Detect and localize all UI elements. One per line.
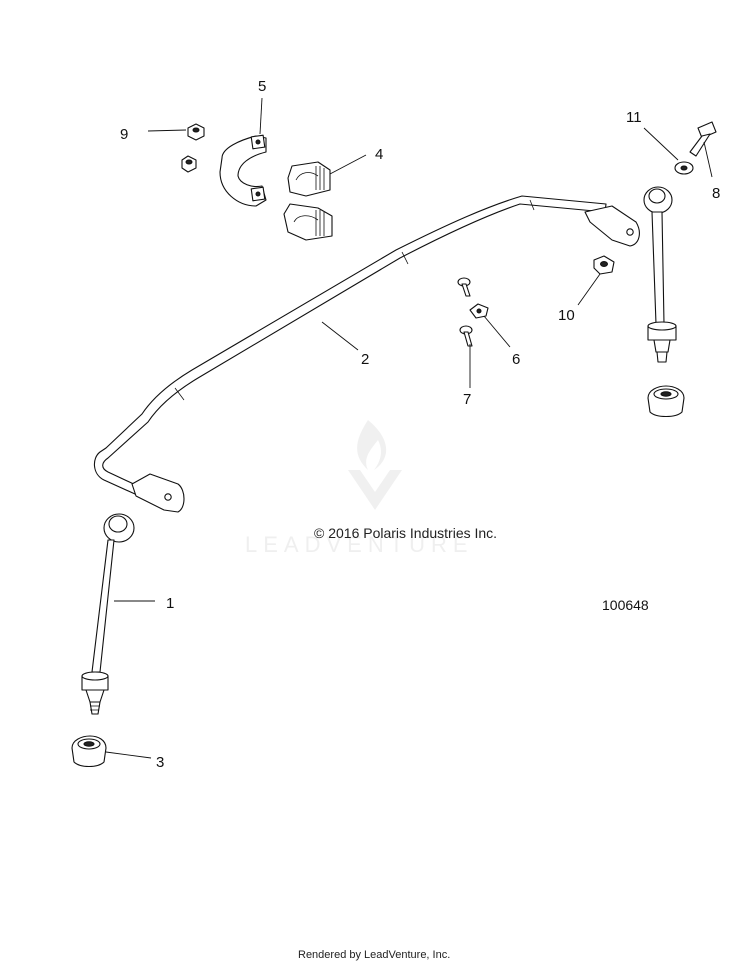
flange-nut-upper[interactable] <box>187 123 205 141</box>
callouts: 1 2 3 4 5 6 7 8 9 10 11 <box>120 78 720 771</box>
callout-1: 1 <box>166 595 174 612</box>
lock-nut[interactable] <box>593 255 615 275</box>
callout-4: 4 <box>375 146 383 163</box>
callout-5: 5 <box>258 78 266 95</box>
callout-10: 10 <box>558 307 575 324</box>
link-rod-left[interactable] <box>81 513 135 715</box>
callout-3: 3 <box>156 754 164 771</box>
bushing-right[interactable] <box>647 385 685 418</box>
bushing-left[interactable] <box>71 735 107 768</box>
link-rod-right[interactable] <box>643 186 677 363</box>
shoulder-bolt[interactable] <box>689 121 717 157</box>
bar-bushing[interactable] <box>283 161 333 241</box>
washer[interactable] <box>674 161 694 175</box>
copyright-text: © 2016 Polaris Industries Inc. <box>314 525 497 541</box>
callout-9: 9 <box>120 126 128 143</box>
callout-11: 11 <box>626 109 642 126</box>
callout-7: 7 <box>463 391 471 408</box>
callout-2: 2 <box>361 351 369 368</box>
callout-8: 8 <box>712 185 720 202</box>
watermark-text: LEADVENTURE <box>245 532 474 557</box>
stabilizer-bar[interactable] <box>93 195 640 513</box>
clamp-bracket[interactable] <box>219 134 267 207</box>
bolt-lower[interactable] <box>459 325 473 347</box>
clip-nut[interactable] <box>469 303 489 319</box>
flange-nut-lower[interactable] <box>181 155 197 173</box>
leader-lines <box>105 97 713 759</box>
bolt-upper[interactable] <box>457 277 471 297</box>
watermark-logo: LEADVENTURE <box>245 420 474 557</box>
footer-text: Rendered by LeadVenture, Inc. <box>298 949 450 961</box>
callout-6: 6 <box>512 351 520 368</box>
diagram-number: 100648 <box>602 597 649 613</box>
